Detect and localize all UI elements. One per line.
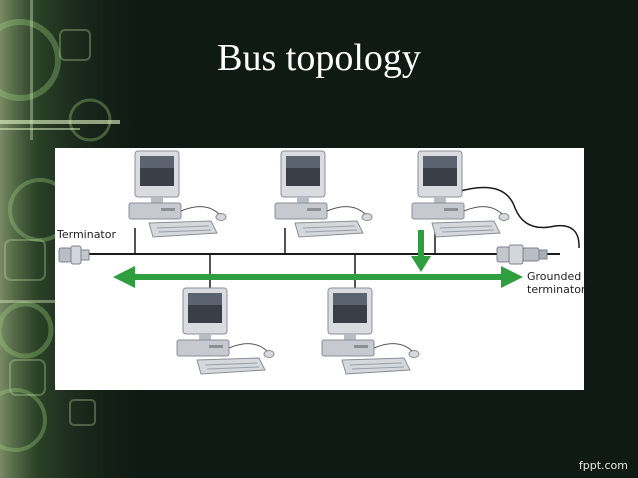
ground-cable: [456, 186, 580, 249]
desktop-computer-icon: [128, 150, 227, 238]
terminator-label: Terminator: [57, 228, 116, 241]
slide-title: Bus topology: [0, 36, 638, 80]
desktop-computer-icon: [411, 150, 510, 238]
desktop-computer-icon: [321, 287, 420, 375]
decorative-squares: [4, 29, 96, 426]
bnc-terminator-icon: [58, 245, 90, 265]
decorative-light-streaks: [0, 0, 120, 303]
signal-direction-arrow: [113, 266, 523, 288]
slide-title-text: Bus topology: [217, 37, 421, 79]
grounded-terminator-icon: [496, 244, 548, 265]
desktop-computer-icon: [176, 287, 275, 375]
grounded-terminator-label: Grounded terminator: [527, 270, 585, 296]
signal-drop-arrow: [411, 230, 431, 272]
footer-brand: fppt.com: [578, 459, 628, 472]
desktop-computer-icon: [274, 150, 373, 238]
grounded-label-line2: terminator: [527, 283, 586, 296]
grounded-label-line1: Grounded: [527, 270, 582, 283]
diagram-panel: Terminator Grounded terminator: [55, 148, 585, 390]
bus-topology-diagram: [58, 150, 580, 375]
